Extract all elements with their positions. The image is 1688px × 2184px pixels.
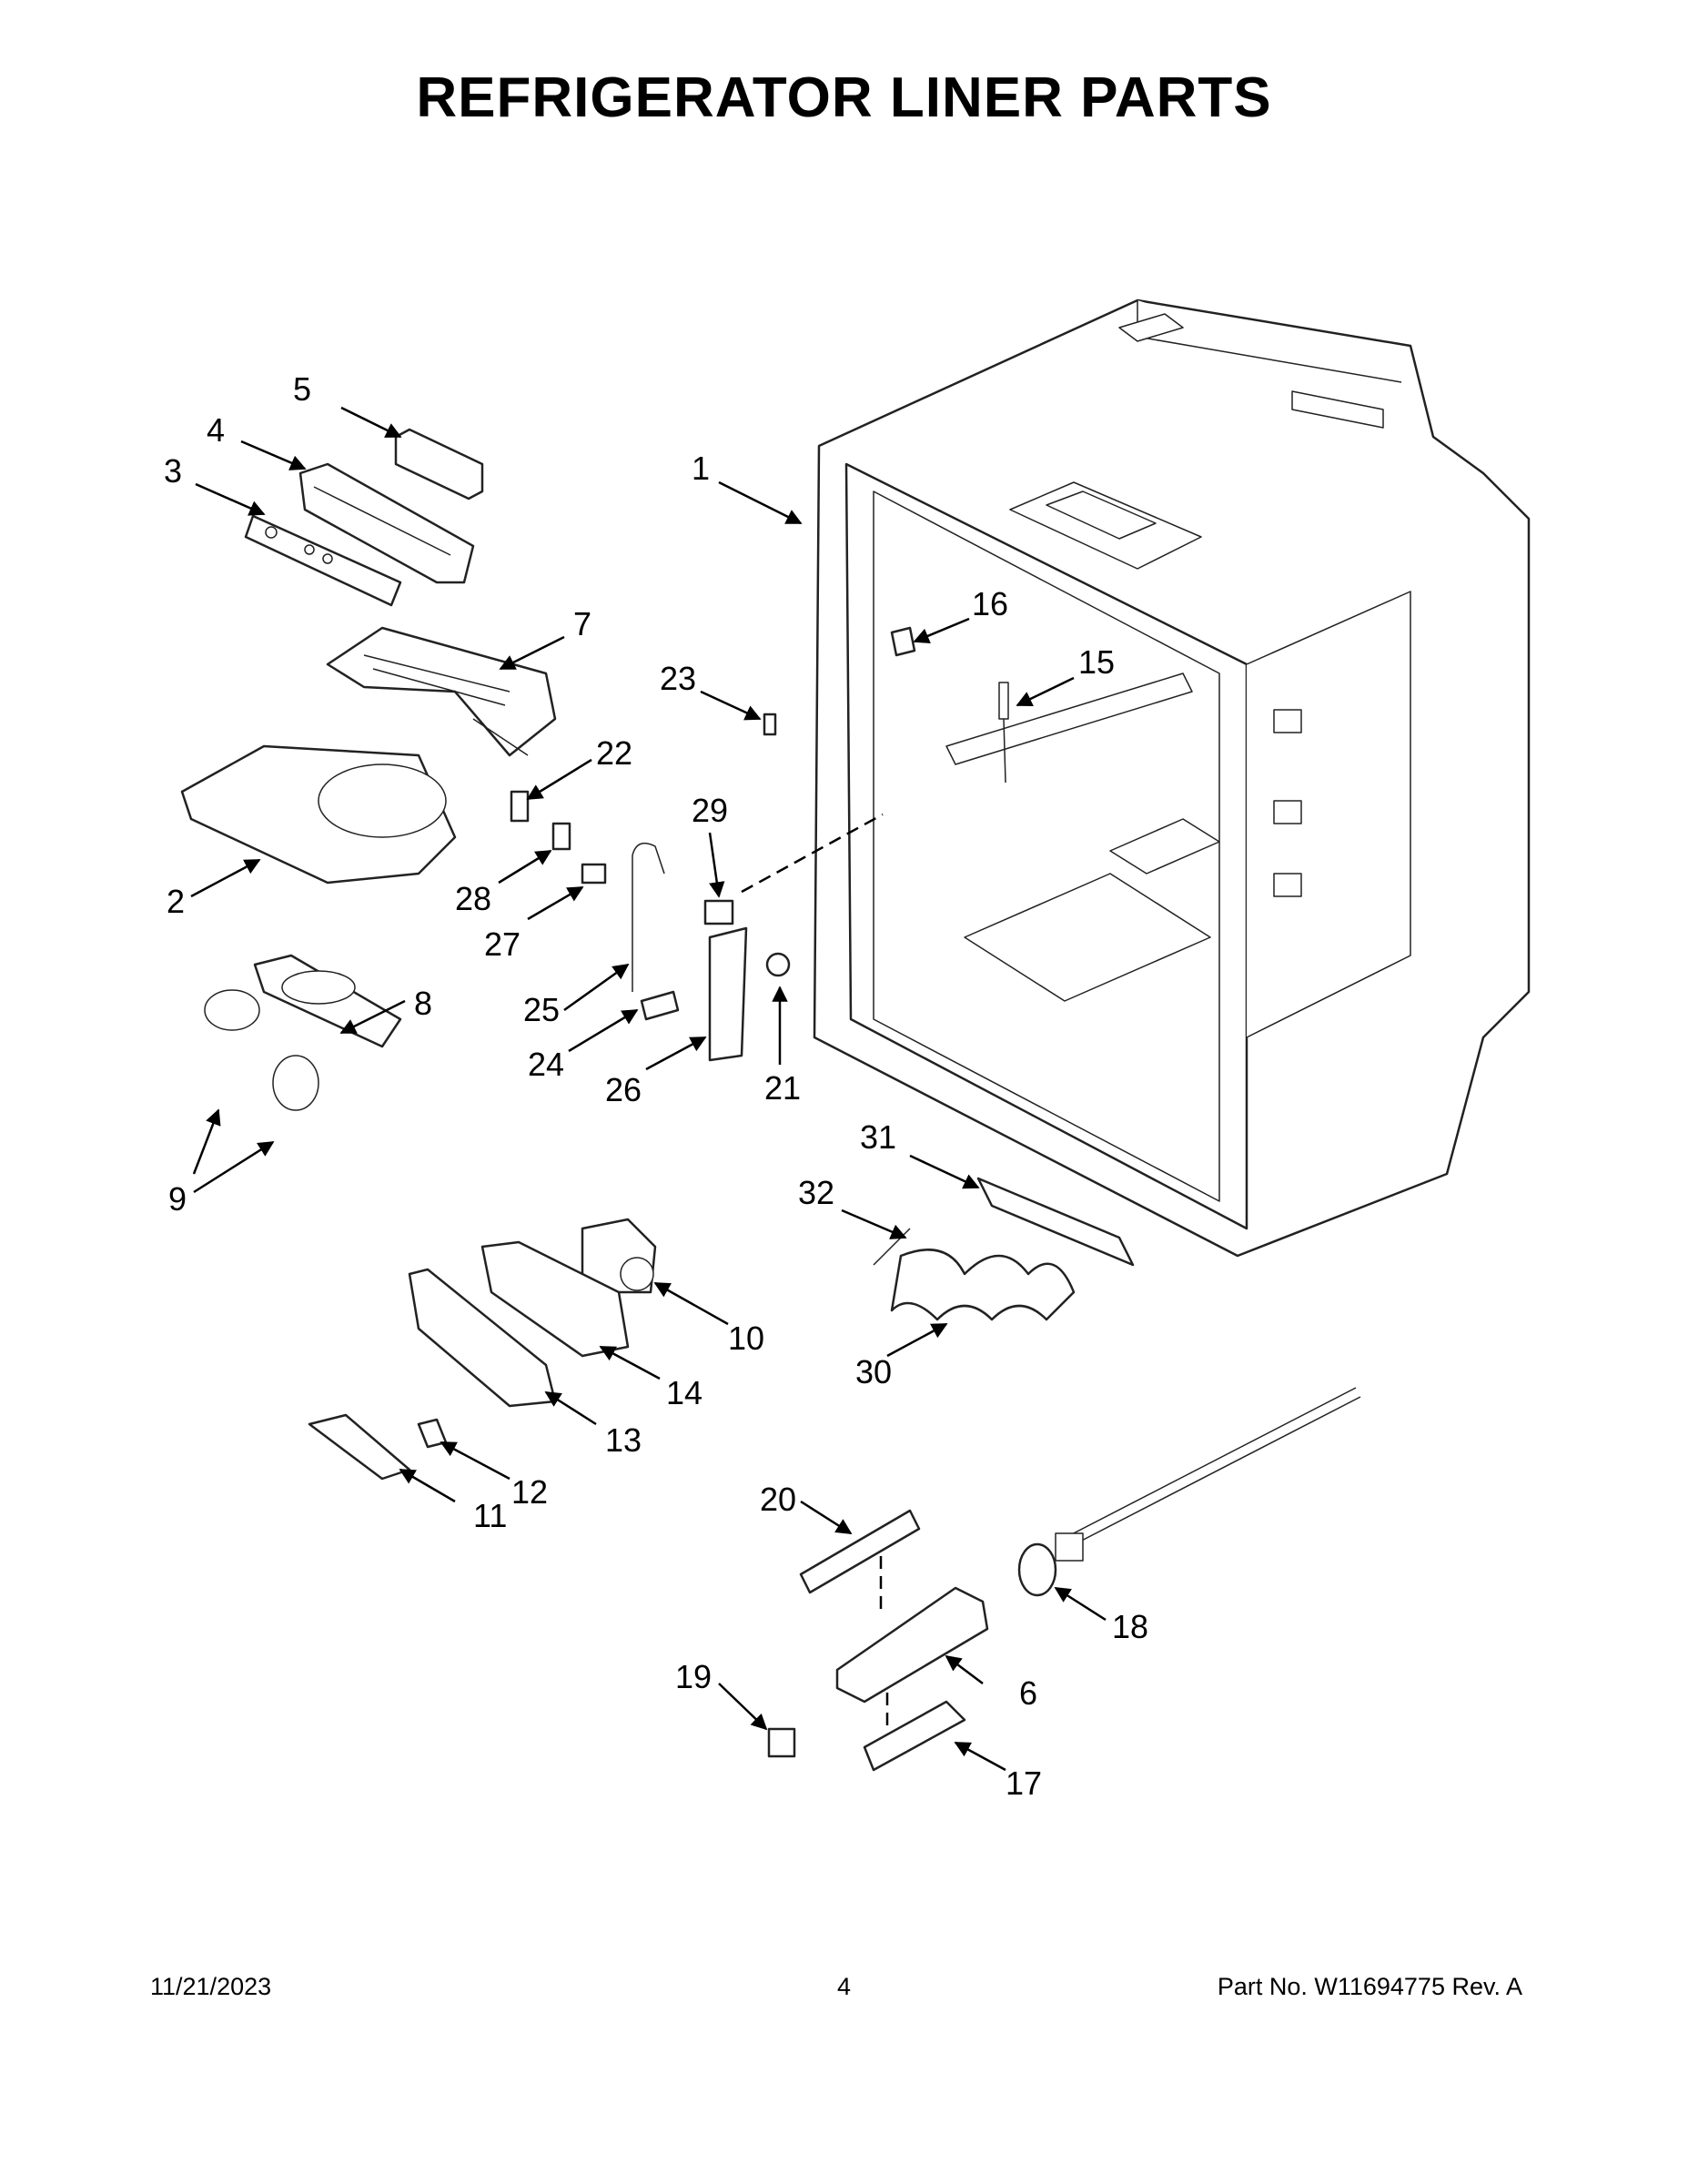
bracket-part-24 — [640, 990, 680, 1021]
callout-17: 17 — [1006, 1764, 1042, 1802]
callout-28: 28 — [455, 880, 491, 917]
callout-22: 22 — [596, 734, 632, 772]
callout-26: 26 — [605, 1071, 642, 1108]
evaporator-part-30 — [890, 1249, 1076, 1321]
liner-part-1 — [813, 298, 1531, 1258]
clip-part-27 — [581, 863, 607, 885]
callout-18: 18 — [1112, 1608, 1148, 1645]
callout-11: 11 — [473, 1497, 507, 1534]
alignment-line-29 — [741, 813, 884, 894]
callout-30: 30 — [855, 1353, 892, 1390]
callout-19: 19 — [675, 1658, 712, 1695]
fan-housing-part-14 — [480, 1240, 630, 1358]
footer-page-number: 4 — [836, 1973, 852, 2000]
callout-32: 32 — [798, 1174, 834, 1211]
bracket-part-17 — [863, 1700, 966, 1772]
clip-part-16 — [890, 626, 916, 657]
leader-arrows — [190, 406, 1107, 1772]
shelf-cover-part-2 — [180, 744, 457, 885]
callout-10: 10 — [728, 1320, 764, 1357]
light-housing-part-8 — [253, 954, 402, 1048]
callout-labels: 1 2 3 4 5 6 7 8 9 10 11 12 13 14 15 16 1… — [164, 370, 1148, 1802]
callout-1: 1 — [692, 450, 710, 487]
callout-7: 7 — [573, 605, 591, 642]
callout-24: 24 — [528, 1046, 564, 1083]
callout-8: 8 — [414, 985, 432, 1022]
damper-part-26 — [708, 926, 748, 1062]
callout-20: 20 — [760, 1481, 796, 1518]
motor-part-10 — [581, 1218, 657, 1294]
callout-21: 21 — [764, 1069, 801, 1107]
callout-14: 14 — [666, 1374, 702, 1411]
callout-15: 15 — [1078, 643, 1115, 681]
callout-13: 13 — [605, 1421, 642, 1459]
heater-part-6 — [835, 1586, 989, 1704]
footer-part-number: Part No. W11694775 Rev. A — [1217, 1973, 1522, 2000]
wire-harness-part-18 — [1017, 1387, 1361, 1597]
callout-5: 5 — [293, 370, 311, 408]
callout-29: 29 — [692, 792, 728, 829]
light-socket-part-9 — [204, 989, 319, 1111]
gasket-part-29 — [703, 899, 734, 925]
control-housing-part-4 — [298, 462, 475, 584]
callout-3: 3 — [164, 452, 182, 490]
callout-9: 9 — [168, 1180, 187, 1218]
grille-part-11 — [308, 1413, 411, 1481]
callout-27: 27 — [484, 925, 521, 963]
callout-12: 12 — [511, 1473, 548, 1511]
air-duct-part-7 — [326, 626, 557, 757]
callout-31: 31 — [860, 1118, 896, 1156]
thermistor-part-15 — [998, 682, 1009, 784]
callout-23: 23 — [660, 660, 696, 697]
control-panel-part-3 — [244, 514, 402, 607]
bracket-part-5 — [394, 428, 484, 500]
page-title: REFRIGERATOR LINER PARTS — [416, 66, 1272, 129]
bracket-part-28 — [551, 822, 571, 851]
clip-part-23 — [763, 713, 777, 736]
tube-part-25 — [632, 842, 665, 992]
callout-16: 16 — [972, 585, 1008, 622]
switch-part-22 — [510, 790, 530, 823]
callout-4: 4 — [207, 411, 225, 449]
callout-2: 2 — [167, 883, 185, 920]
bracket-part-31 — [976, 1177, 1135, 1267]
callout-6: 6 — [1019, 1674, 1037, 1712]
footer-date: 11/21/2023 — [150, 1973, 272, 2000]
callout-25: 25 — [523, 991, 560, 1028]
clip-part-19 — [767, 1727, 796, 1758]
screw-part-21 — [765, 952, 791, 977]
heater-channel-part-20 — [799, 1509, 921, 1594]
